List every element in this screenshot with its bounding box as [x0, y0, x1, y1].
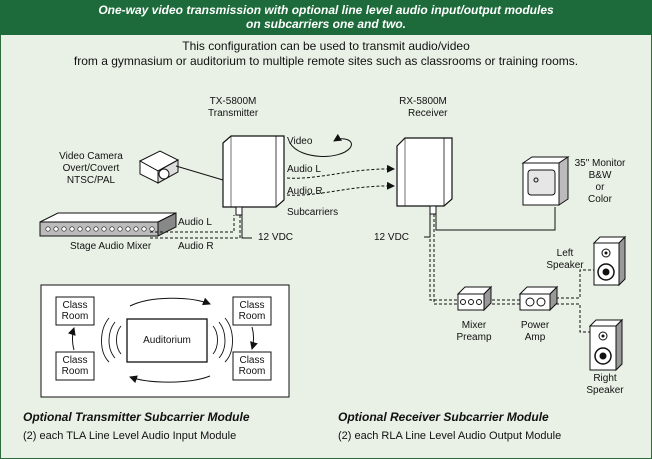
mixer-label: Stage Audio Mixer	[70, 241, 152, 252]
auditorium-box	[126, 318, 208, 363]
header-bar: One-way video transmission with optional…	[0, 0, 652, 35]
rx-audio-out-line	[429, 214, 460, 301]
receiver-name: Receiver	[408, 108, 448, 119]
tx-audio-r-line	[150, 215, 241, 239]
monitor	[521, 156, 570, 206]
mixer-preamp-unit	[456, 285, 493, 312]
mixer-knob	[117, 226, 123, 232]
tx-option-description: (2) each TLA Line Level Audio Input Modu…	[23, 430, 237, 442]
mixer-knob	[45, 226, 51, 232]
mixer-knob	[101, 226, 107, 232]
power-amp-unit	[518, 285, 559, 312]
mixer-knob	[141, 226, 147, 232]
mixer-knob	[125, 226, 131, 232]
inset-arrow-left	[67, 327, 76, 351]
inset-wave-marks	[101, 317, 233, 363]
mixer-knob	[85, 226, 91, 232]
mixer-knob	[53, 226, 59, 232]
video-signal-arrow	[289, 133, 352, 157]
intro-line1: This configuration can be used to transm…	[182, 39, 470, 53]
mixer-preamp-label-line1: Mixer	[461, 320, 487, 331]
header-title-line2: on subcarriers one and two.	[245, 17, 407, 31]
video-camera	[138, 150, 180, 184]
tx-power-label: 12 VDC	[258, 232, 294, 243]
receiver-unit	[396, 137, 453, 215]
camera-label-line2: Overt/Covert	[62, 163, 120, 174]
right-speaker-label-line2: Speaker	[586, 385, 624, 396]
classroom-tl-line2: Room	[61, 311, 89, 322]
power-amp-label-line2: Amp	[524, 332, 546, 343]
tx-audio-l-line	[150, 215, 235, 233]
monitor-label-line4: Color	[588, 194, 612, 205]
classroom-tr-line2: Room	[238, 311, 266, 322]
rx-video-line	[435, 207, 556, 231]
receiver-model: RX-5800M	[399, 96, 447, 107]
tx-option-title: Optional Transmitter Subcarrier Module	[23, 410, 250, 424]
subcarriers-label: Subcarriers	[287, 207, 339, 218]
monitor-label-line1: 35" Monitor	[574, 158, 626, 169]
camera-label-line1: Video Camera	[59, 151, 123, 162]
power-amp-label-line1: Power	[520, 320, 550, 331]
stage-audio-mixer	[39, 212, 177, 237]
mixer-knob	[69, 226, 75, 232]
left-speaker	[592, 235, 627, 287]
mixer-knob	[109, 226, 115, 232]
audio-l-signal-arrow	[286, 164, 395, 179]
audio-r-label: Audio R	[287, 186, 323, 197]
right-speaker-label-line1: Right	[593, 373, 617, 384]
inset-arrow-bottom	[129, 375, 211, 384]
mixer-knob	[61, 226, 67, 232]
rx-option-description: (2) each RLA Line Level Audio Output Mod…	[338, 430, 562, 442]
mixer-preamp-label-line2: Preamp	[456, 332, 492, 343]
tx-audio-r-label: Audio R	[178, 241, 214, 252]
transmitter-model: TX-5800M	[209, 96, 257, 107]
audio-l-label: Audio L	[287, 164, 321, 175]
amp-to-left-speaker-line	[556, 269, 594, 299]
transmitter-name: Transmitter	[208, 108, 259, 119]
classroom-bl-line1: Class	[62, 355, 88, 366]
monitor-label-line3: or	[595, 182, 605, 193]
mixer-knob	[93, 226, 99, 232]
mixer-knob	[77, 226, 83, 232]
header-title-line1: One-way video transmission with optional…	[98, 3, 554, 17]
classroom-bl-line2: Room	[61, 366, 89, 377]
classroom-tr-line1: Class	[239, 300, 265, 311]
inset-arrow-top	[129, 297, 211, 307]
video-label: Video	[287, 136, 313, 147]
amp-to-right-speaker-line	[556, 303, 590, 333]
classroom-box-bottom-right	[232, 351, 272, 381]
rx-option-title: Optional Receiver Subcarrier Module	[338, 410, 549, 424]
rx-power-line	[424, 214, 431, 238]
intro-line2: from a gymnasium or auditorium to multip…	[73, 54, 579, 68]
rx-power-label: 12 VDC	[374, 232, 410, 243]
mixer-knob	[133, 226, 139, 232]
classroom-box-top-right	[232, 296, 272, 326]
monitor-label-line2: B&W	[588, 170, 612, 181]
classroom-br-line2: Room	[238, 366, 266, 377]
audio-r-signal-arrow	[286, 181, 395, 196]
tx-audio-l-label: Audio L	[178, 217, 212, 228]
tx-power-line	[241, 215, 252, 239]
mixer-knob	[149, 226, 155, 232]
inset-arrow-right	[250, 326, 258, 350]
classroom-box-bottom-left	[55, 351, 95, 381]
classroom-br-line1: Class	[239, 355, 265, 366]
camera-label-line3: NTSC/PAL	[66, 175, 116, 186]
mixer-knobs	[45, 226, 155, 232]
left-speaker-label-line2: Speaker	[546, 260, 584, 271]
left-speaker-label-line1: Left	[556, 248, 574, 259]
right-speaker	[588, 318, 624, 372]
auditorium-label: Auditorium	[143, 335, 191, 346]
classroom-tl-line1: Class	[62, 300, 88, 311]
transmitter-unit	[222, 135, 285, 216]
classroom-box-top-left	[55, 296, 95, 326]
